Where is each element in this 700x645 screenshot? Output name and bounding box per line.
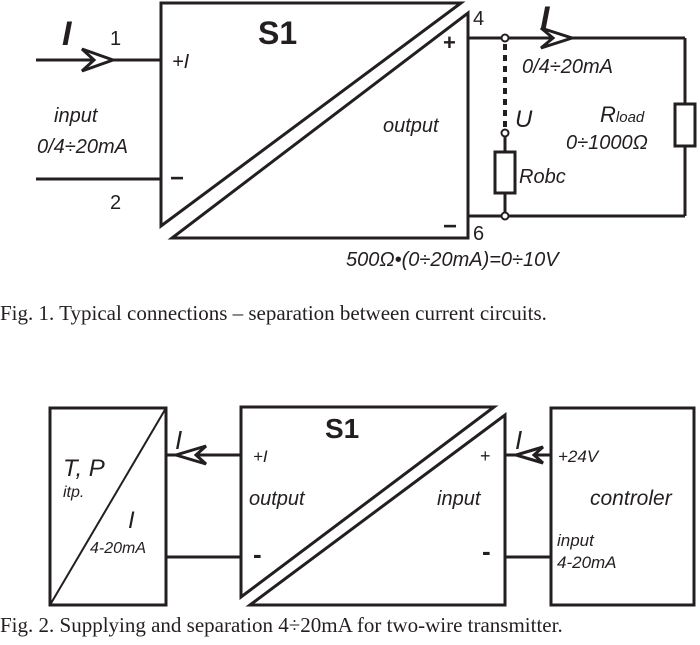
input-current-arrow-icon [80, 47, 118, 73]
s1-output-minus-fig2: - [253, 539, 262, 569]
s1-input-minus-fig2: - [482, 536, 491, 566]
s1-input-section [159, 1, 466, 229]
fig1-caption: Fig. 1. Typical connections – separation… [0, 301, 547, 325]
node-minus [500, 211, 510, 221]
s1-block-name: S1 [258, 15, 297, 51]
s1-output-label-fig2: output [249, 488, 306, 510]
fig1: I 1 2 input 0/4÷20mA S1 +I − + − output … [0, 0, 697, 325]
input-range: 0/4÷20mA [37, 136, 128, 158]
right-current-arrow-icon [510, 445, 544, 465]
terminal-2-label: 2 [110, 192, 121, 214]
transmitter-quantity: T, P [63, 455, 105, 482]
controller-label: controler [590, 487, 673, 510]
left-current-symbol: I [175, 425, 182, 455]
transmitter-range: 4-20mA [90, 540, 146, 557]
s1-block-name-fig2: S1 [325, 413, 359, 444]
fig2: T, P itp. I 4-20mA I S1 +I output - + in… [0, 405, 696, 637]
s1-input-plus: +I [172, 51, 190, 73]
controller-input-label: input [557, 531, 595, 550]
input-current-symbol: I [62, 15, 73, 53]
output-range: 0/4÷20mA [522, 56, 613, 78]
transmitter-etc: itp. [63, 484, 84, 501]
output-current-arrow-icon [540, 26, 577, 50]
r-load-range: 0÷1000Ω [566, 132, 648, 154]
s1-input-label-fig2: input [437, 488, 482, 510]
controller-input-range: 4-20mA [557, 553, 617, 572]
s1-output-section [167, 9, 470, 240]
node-plus [500, 33, 510, 43]
s1-output-minus: − [443, 213, 457, 240]
terminal-4-label: 4 [473, 8, 484, 30]
fig2-caption: Fig. 2. Supplying and separation 4÷20mA … [0, 613, 563, 637]
s1-output-plus: + [443, 30, 456, 55]
robc-label: Robc [519, 166, 566, 188]
robc-resistor [493, 150, 517, 195]
r-load-label: Rload [600, 102, 645, 127]
controller-box [549, 406, 696, 607]
s1-input-plus-fig2: + [480, 446, 491, 466]
s1-input-section-fig2 [245, 412, 507, 607]
transmitter-diagonal [49, 407, 167, 606]
terminal-1-label: 1 [110, 28, 121, 50]
formula: 500Ω•(0÷20mA)=0÷10V [346, 249, 560, 271]
node-u [500, 128, 510, 138]
voltage-symbol: U [515, 106, 533, 133]
terminal-6-label: 6 [473, 223, 484, 245]
left-current-arrow-icon [170, 444, 208, 466]
transmitter-current: I [128, 507, 135, 534]
s1-output-plus-fig2: +I [253, 447, 268, 466]
r-load-resistor [673, 102, 697, 148]
output-current-symbol: I [540, 0, 551, 38]
controller-supply: +24V [558, 447, 600, 466]
s1-output-label: output [383, 115, 440, 137]
s1-output-section-fig2 [239, 405, 499, 601]
input-label: input [54, 105, 99, 127]
right-current-symbol: I [515, 425, 522, 455]
s1-input-minus: − [170, 165, 184, 192]
